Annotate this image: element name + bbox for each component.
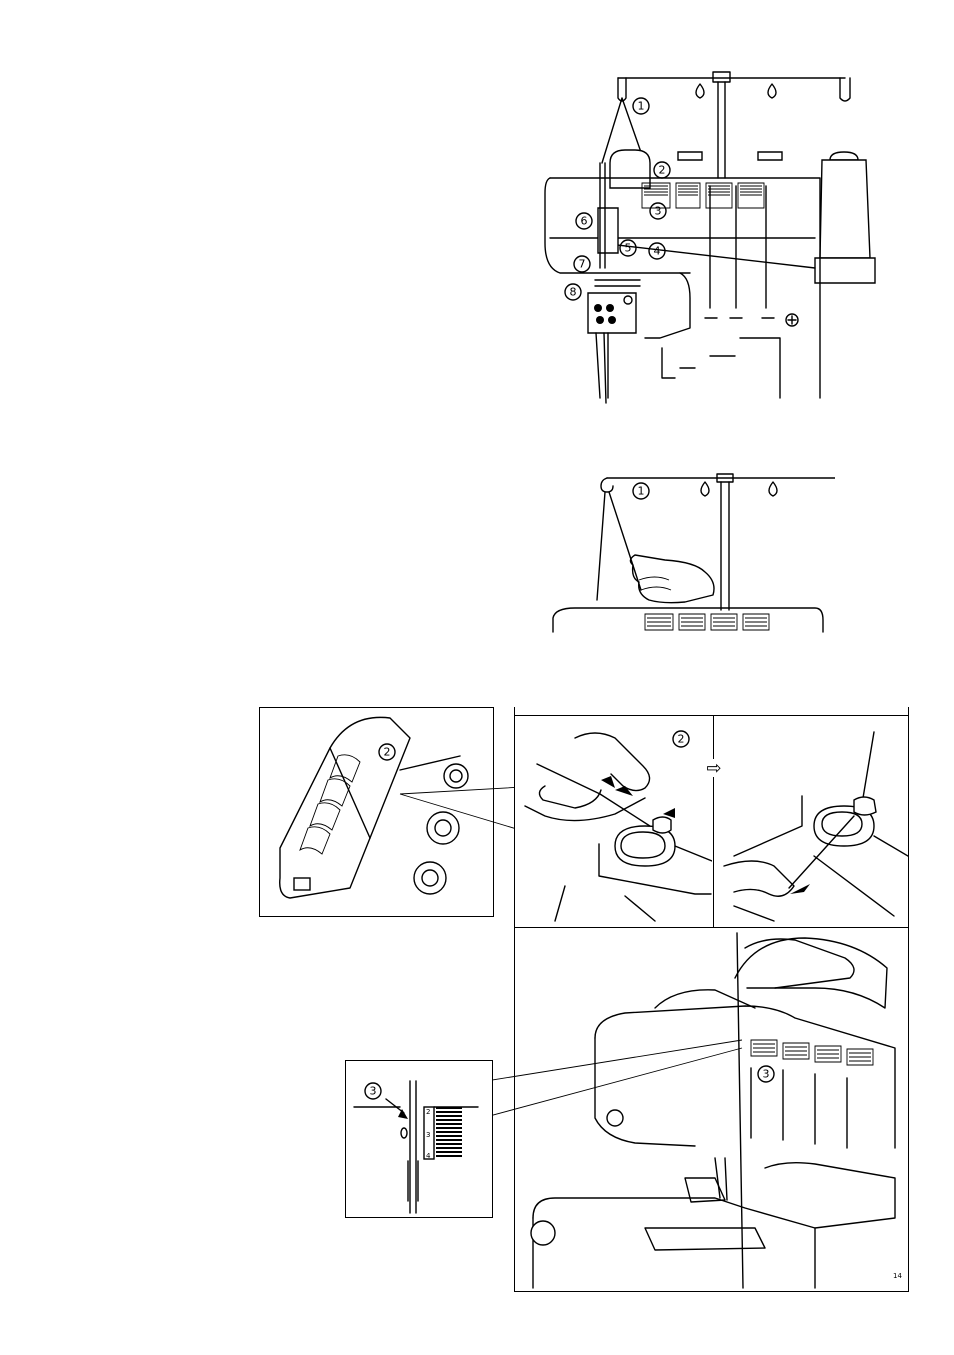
callout-3: 3 [650, 203, 666, 219]
callout-2-step: 2 [673, 731, 689, 747]
figure-thread-path-overview: 1 2 3 4 5 6 7 8 [540, 68, 880, 408]
figure-tension-detail: 2 3 4 3 [345, 1060, 493, 1218]
page-mark: 14 [893, 1272, 902, 1280]
callout-3-threading: 3 [758, 1066, 774, 1082]
callout-3-detail: 3 [365, 1083, 381, 1099]
scale-tick-2: 2 [426, 1108, 430, 1116]
svg-text:2: 2 [659, 164, 666, 177]
figure-step-panels: 2 ⇨ 3 [514, 707, 909, 1292]
svg-text:7: 7 [579, 258, 586, 271]
scale-tick-3: 3 [426, 1131, 430, 1139]
svg-text:2: 2 [384, 746, 391, 759]
svg-text:6: 6 [581, 215, 588, 228]
figure-thread-stand-guide: 1 [545, 470, 835, 635]
svg-text:2: 2 [678, 733, 685, 746]
svg-text:4: 4 [654, 245, 661, 258]
callout-2: 2 [654, 162, 670, 178]
svg-text:3: 3 [763, 1068, 770, 1081]
svg-text:8: 8 [570, 286, 577, 299]
callout-1-middle: 1 [633, 483, 649, 499]
callout-4: 4 [649, 243, 665, 259]
svg-text:1: 1 [638, 100, 645, 113]
callout-2-overview: 2 [379, 744, 395, 760]
callout-1: 1 [633, 98, 649, 114]
scale-tick-4: 4 [426, 1152, 431, 1160]
svg-text:3: 3 [655, 205, 662, 218]
svg-text:1: 1 [638, 485, 645, 498]
callout-6: 6 [576, 213, 592, 229]
callout-5: 5 [620, 240, 636, 256]
svg-text:3: 3 [370, 1085, 377, 1098]
callout-8: 8 [565, 284, 581, 300]
svg-text:5: 5 [625, 242, 632, 255]
callout-7: 7 [574, 256, 590, 272]
